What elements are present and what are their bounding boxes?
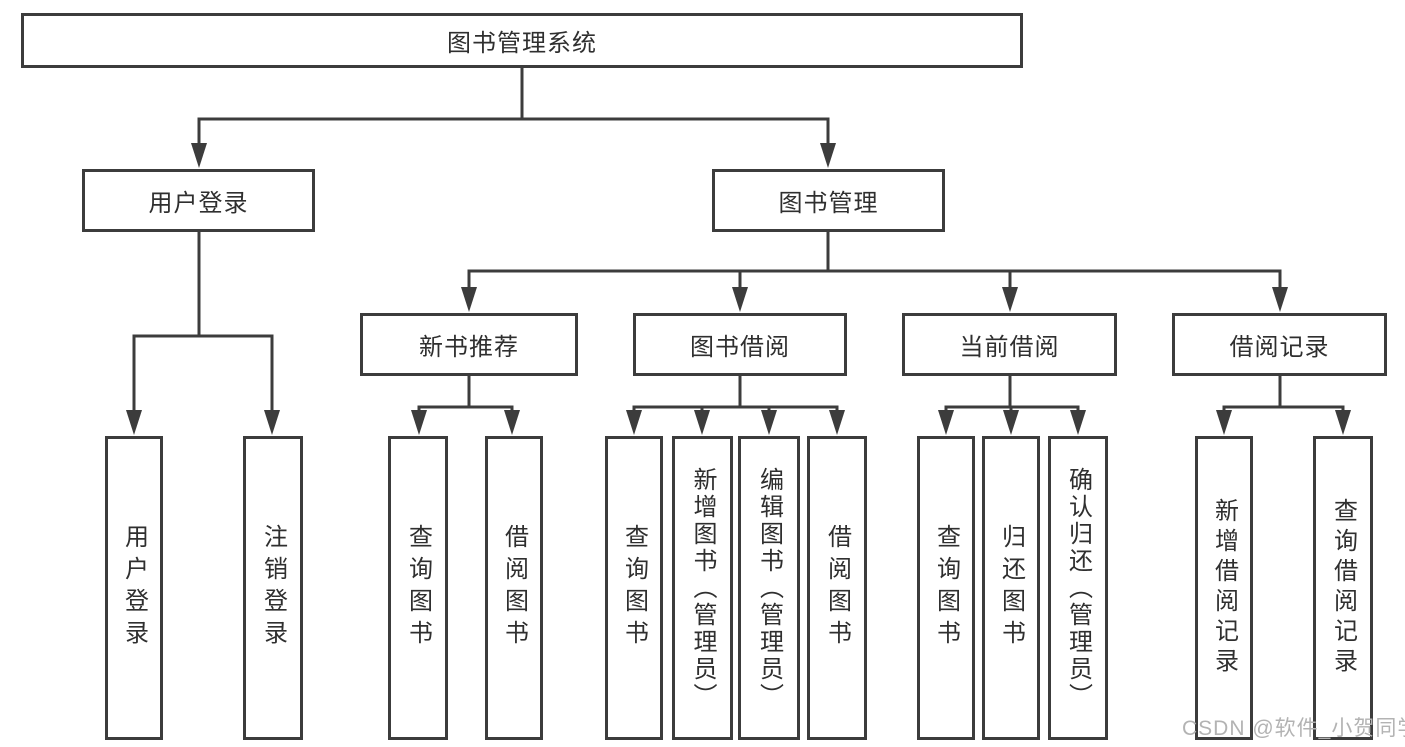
node-borrowing-records: 借阅记录 — [1172, 313, 1387, 376]
leaf-return-book: 归还图书 — [982, 436, 1040, 740]
node-user-login: 用户登录 — [82, 169, 315, 232]
node-new-book-recommendation: 新书推荐 — [360, 313, 578, 376]
leaf-borrow-books-borrowing: 借阅图书 — [807, 436, 867, 740]
leaf-edit-book-admin: 编辑图书（管理员） — [738, 436, 800, 740]
leaf-query-books-current: 查询图书 — [917, 436, 975, 740]
node-book-management: 图书管理 — [712, 169, 945, 232]
leaf-query-books-borrowing: 查询图书 — [605, 436, 663, 740]
node-book-borrowing: 图书借阅 — [633, 313, 847, 376]
leaf-add-borrow-record: 新增借阅记录 — [1195, 436, 1253, 740]
leaf-logout: 注销登录 — [243, 436, 303, 740]
leaf-user-login: 用户登录 — [105, 436, 163, 740]
watermark-text: CSDN @软件_小贺同学 — [1182, 717, 1405, 740]
leaf-confirm-return-admin: 确认归还（管理员） — [1048, 436, 1108, 740]
node-root: 图书管理系统 — [21, 13, 1023, 68]
leaf-query-borrow-record: 查询借阅记录 — [1313, 436, 1373, 740]
leaf-query-books-recommend: 查询图书 — [388, 436, 448, 740]
leaf-borrow-books-recommend: 借阅图书 — [485, 436, 543, 740]
node-current-borrowing: 当前借阅 — [902, 313, 1117, 376]
leaf-add-book-admin: 新增图书（管理员） — [672, 436, 733, 740]
